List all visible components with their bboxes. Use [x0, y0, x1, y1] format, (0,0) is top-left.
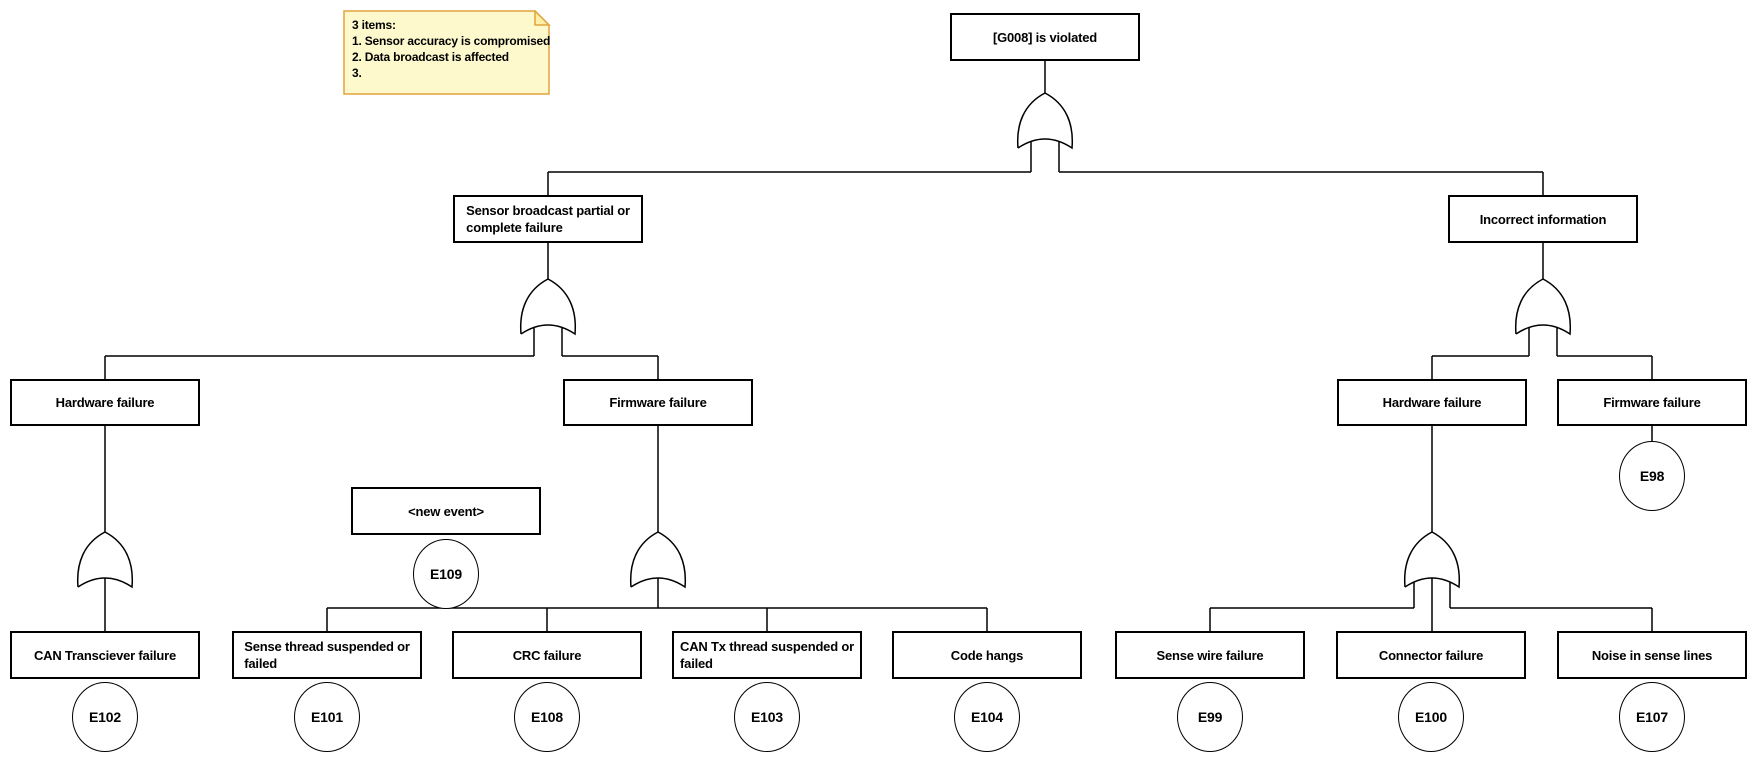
or-gate-hardware-left[interactable] — [76, 531, 134, 588]
event-id: E104 — [971, 709, 1003, 725]
event-id: E100 — [1415, 709, 1447, 725]
node-hardware-failure-right[interactable]: Hardware failure — [1337, 379, 1527, 426]
note-line: 2. Data broadcast is affected — [352, 50, 509, 64]
node-label: Incorrect information — [1479, 211, 1607, 227]
event-circle-e103[interactable]: E103 — [734, 682, 800, 752]
node-label: Connector failure — [1378, 647, 1484, 663]
sticky-note-shape — [343, 10, 551, 95]
event-circle-e102[interactable]: E102 — [72, 682, 138, 752]
node-sense-thread-suspended[interactable]: Sense thread suspended or failed — [232, 631, 422, 679]
event-id: E108 — [531, 709, 563, 725]
node-hardware-failure-left[interactable]: Hardware failure — [10, 379, 200, 426]
node-noise-in-sense-lines[interactable]: Noise in sense lines — [1557, 631, 1747, 679]
or-gate-hardware-right[interactable] — [1403, 531, 1461, 588]
node-sense-wire-failure[interactable]: Sense wire failure — [1115, 631, 1305, 679]
node-label: Hardware failure — [1382, 395, 1482, 410]
event-circle-e98[interactable]: E98 — [1619, 441, 1685, 511]
event-circle-e108[interactable]: E108 — [514, 682, 580, 752]
node-can-tx-thread-suspended[interactable]: CAN Tx thread suspended or failed — [672, 631, 862, 679]
or-gate-root[interactable] — [1016, 92, 1074, 149]
node-label: Firmware failure — [1603, 395, 1701, 410]
node-firmware-failure-left[interactable]: Firmware failure — [563, 379, 753, 426]
node-label: CAN Transciever failure — [33, 647, 177, 663]
node-root[interactable]: [G008] is violated — [950, 13, 1140, 61]
node-label: Sense thread suspended or failed — [244, 639, 410, 671]
event-circle-e101[interactable]: E101 — [294, 682, 360, 752]
node-new-event[interactable]: <new event> — [351, 487, 541, 535]
event-circle-e104[interactable]: E104 — [954, 682, 1020, 752]
or-gate-firmware-left[interactable] — [629, 531, 687, 588]
node-label: [G008] is violated — [992, 29, 1098, 45]
event-circle-e99[interactable]: E99 — [1177, 682, 1243, 752]
node-can-transciever-failure[interactable]: CAN Transciever failure — [10, 631, 200, 679]
event-id: E103 — [751, 709, 783, 725]
event-id: E99 — [1197, 709, 1223, 725]
event-id: E109 — [430, 566, 462, 582]
node-code-hangs[interactable]: Code hangs — [892, 631, 1082, 679]
event-circle-e107[interactable]: E107 — [1619, 682, 1685, 752]
event-id: E101 — [311, 709, 343, 725]
or-gate-sensor-failure[interactable] — [519, 278, 577, 335]
note-line: 1. Sensor accuracy is compromised — [352, 34, 551, 48]
node-sensor-broadcast-failure[interactable]: Sensor broadcast partial or complete fai… — [453, 195, 643, 243]
event-id: E102 — [89, 709, 121, 725]
node-label: CAN Tx thread suspended or failed — [680, 639, 854, 671]
sticky-note-text: 3 items: 1. Sensor accuracy is compromis… — [352, 17, 551, 81]
node-connector-failure[interactable]: Connector failure — [1336, 631, 1526, 679]
node-label: Hardware failure — [55, 395, 155, 410]
or-gate-incorrect-information[interactable] — [1514, 278, 1572, 335]
node-label: Sense wire failure — [1156, 647, 1264, 663]
node-label: CRC failure — [512, 647, 582, 663]
note-fold-corner-icon — [534, 10, 551, 26]
sticky-note[interactable]: 3 items: 1. Sensor accuracy is compromis… — [343, 10, 551, 96]
node-label: Noise in sense lines — [1591, 647, 1713, 663]
node-label: Firmware failure — [609, 395, 707, 410]
node-label: <new event> — [408, 503, 484, 519]
note-line: 3. — [352, 66, 362, 80]
event-id: E107 — [1636, 709, 1668, 725]
note-line: 3 items: — [352, 18, 396, 32]
node-incorrect-information[interactable]: Incorrect information — [1448, 195, 1638, 243]
node-firmware-failure-right[interactable]: Firmware failure — [1557, 379, 1747, 426]
node-label: Code hangs — [950, 647, 1024, 663]
connector-lines — [104, 61, 1653, 631]
node-label: Sensor broadcast partial or complete fai… — [466, 203, 630, 235]
event-circle-e109[interactable]: E109 — [413, 539, 479, 609]
event-circle-e100[interactable]: E100 — [1398, 682, 1464, 752]
node-crc-failure[interactable]: CRC failure — [452, 631, 642, 679]
event-id: E98 — [1639, 468, 1665, 484]
